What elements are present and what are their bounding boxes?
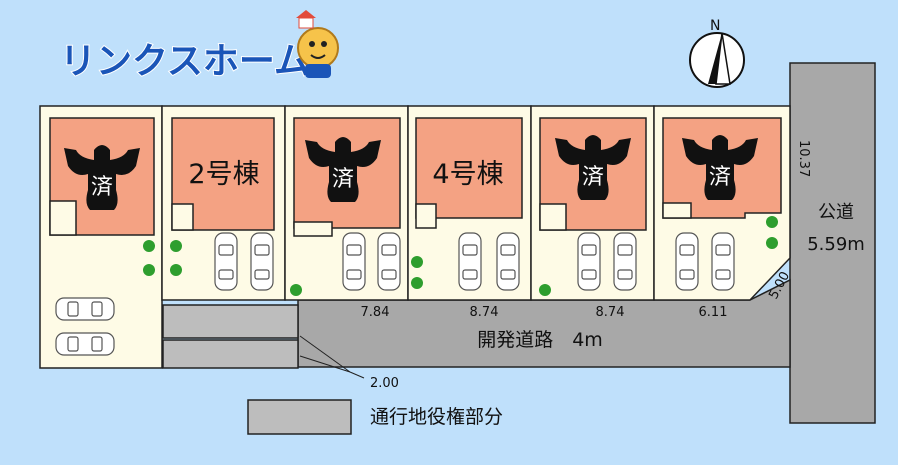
tree-icon [170, 264, 182, 276]
tree-icon [411, 256, 423, 268]
tree-icon [170, 240, 182, 252]
easement-area-upper [162, 304, 299, 339]
parking-cars [55, 232, 735, 356]
passage-width-dimension: 2.00 [370, 376, 399, 391]
tree-icon [766, 237, 778, 249]
development-road-label: 開発道路 4m [477, 329, 603, 351]
sold-stamp-label: 済 [582, 165, 604, 190]
leader-line [299, 335, 351, 373]
tree-icon [411, 277, 423, 289]
car-icon [577, 232, 601, 291]
north-compass-icon: N [689, 18, 745, 88]
public-road-label-2: 5.59m [807, 234, 865, 255]
brand-name: リンクスホーム [60, 41, 310, 82]
legend-label: 通行地役権部分 [370, 406, 503, 428]
tree-icon [143, 240, 155, 252]
top-right-dimension: 10.37 [796, 140, 811, 177]
tree-icon [766, 216, 778, 228]
car-icon [675, 232, 699, 291]
sold-stamp-icon: 済 [305, 137, 381, 202]
lot-4 [407, 105, 532, 301]
north-label: N [710, 18, 720, 34]
easement-area-lower [162, 339, 299, 369]
lot-4-label: 4号棟 [432, 159, 503, 190]
leader-line [299, 355, 351, 373]
legend-swatch [247, 399, 352, 435]
tree-icon [290, 284, 302, 296]
frontage-lot-6: 6.11 [699, 305, 728, 320]
sold-stamp-label: 済 [332, 167, 354, 192]
public-road-label-1: 公道 [818, 202, 854, 223]
car-icon [458, 232, 482, 291]
brand-logo: リンクスホーム [59, 10, 339, 83]
trees [143, 216, 778, 296]
car-icon [214, 232, 238, 291]
frontage-lot-5: 8.74 [596, 305, 625, 320]
tree-icon [143, 264, 155, 276]
car-icon [613, 232, 637, 291]
sold-stamp-icon: 済 [682, 135, 758, 200]
sold-stamp-label: 済 [91, 175, 113, 200]
frontage-lot-3: 7.84 [361, 305, 390, 320]
car-icon [496, 232, 520, 291]
frontage-lot-4: 8.74 [470, 305, 499, 320]
car-icon [711, 232, 735, 291]
car-icon [250, 232, 274, 291]
tree-icon [539, 284, 551, 296]
car-icon [342, 232, 366, 291]
building-4 [415, 117, 523, 219]
sold-stamp-icon: 済 [64, 145, 140, 210]
car-icon [55, 297, 115, 321]
lot-2-label: 2号棟 [188, 159, 259, 190]
leader-line [349, 371, 365, 379]
car-icon [55, 332, 115, 356]
sold-stamp-icon: 済 [555, 135, 631, 200]
sold-stamp-label: 済 [709, 165, 731, 190]
car-icon [377, 232, 401, 291]
mascot-icon [296, 10, 339, 78]
